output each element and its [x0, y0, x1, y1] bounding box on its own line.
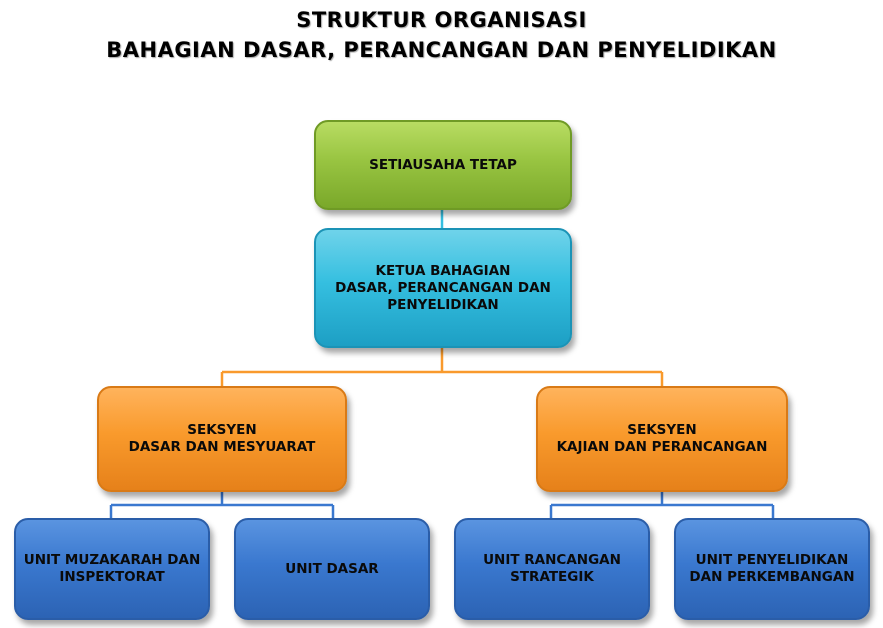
node-ketua-bahagian: KETUA BAHAGIAN DASAR, PERANCANGAN DAN PE… [314, 228, 572, 348]
node-unit-rancangan-strategik: UNIT RANCANGAN STRATEGIK [454, 518, 650, 620]
node-seksyen-kajian-perancangan: SEKSYEN KAJIAN DAN PERANCANGAN [536, 386, 788, 492]
node-unit-muzakarah-inspektorat: UNIT MUZAKARAH DAN INSPEKTORAT [14, 518, 210, 620]
node-seksyen-dasar-mesyuarat: SEKSYEN DASAR DAN MESYUARAT [97, 386, 347, 492]
node-unit-penyelidikan-perkembangan: UNIT PENYELIDIKAN DAN PERKEMBANGAN [674, 518, 870, 620]
node-unit-dasar: UNIT DASAR [234, 518, 430, 620]
chart-title-line1: STRUKTUR ORGANISASI [296, 8, 587, 32]
node-setiausaha-tetap: SETIAUSAHA TETAP [314, 120, 572, 210]
chart-title-line2: BAHAGIAN DASAR, PERANCANGAN DAN PENYELID… [106, 38, 777, 62]
